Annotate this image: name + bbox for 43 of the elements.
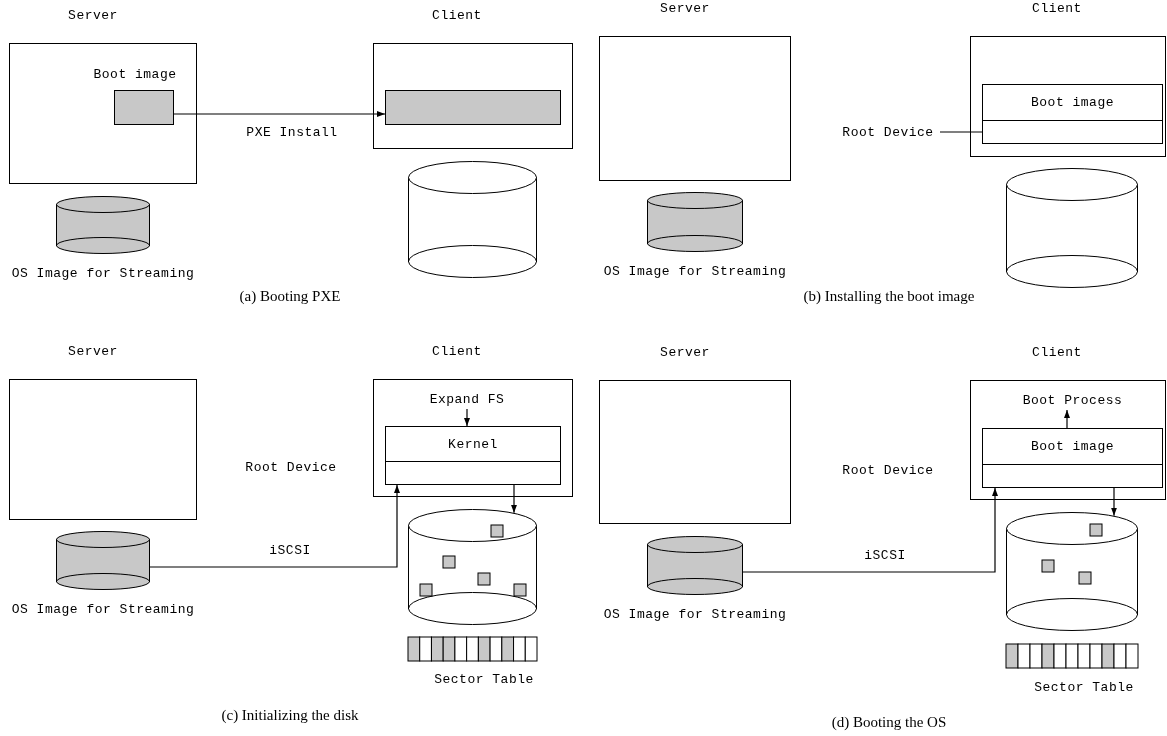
disk-cylinder (1006, 168, 1138, 288)
box-heading: Client (1032, 345, 1082, 361)
root-device-box (385, 426, 561, 485)
figure-caption: (d) Booting the OS (831, 713, 947, 731)
disk-caption: OS Image for Streaming (11, 602, 195, 618)
box-heading: Server (68, 8, 118, 24)
block-label: Boot image (93, 67, 177, 83)
disk-cylinder (408, 509, 537, 625)
arrow (742, 487, 998, 573)
box-heading: Client (432, 8, 482, 24)
figure-caption: (c) Initializing the disk (221, 706, 359, 724)
box-label: Boot image (1031, 95, 1114, 111)
arrow (1111, 487, 1117, 517)
disk-caption: OS Image for Streaming (11, 266, 195, 282)
text-label: Root Device (842, 462, 934, 480)
root-device-box (982, 84, 1163, 144)
arrow (511, 484, 517, 514)
device-label: Expand FS (412, 390, 522, 409)
device-label: Boot Process (1010, 391, 1135, 410)
arrow (173, 111, 386, 117)
arrow (1064, 409, 1070, 429)
device-label: Root Device (836, 123, 940, 142)
box-heading: Server (660, 1, 710, 17)
box-heading: Server (660, 345, 710, 361)
disk-caption: OS Image for Streaming (603, 264, 787, 280)
arrow (464, 408, 470, 427)
disk-caption: OS Image for Streaming (603, 607, 787, 623)
box-heading: Client (1032, 1, 1082, 17)
leader-line (939, 131, 983, 133)
arrow (149, 484, 400, 568)
disk-cylinder (408, 161, 537, 278)
box-label: Boot image (1031, 439, 1114, 455)
box-label: Kernel (448, 437, 498, 453)
text-label: Root Device (245, 459, 337, 477)
disk-cylinder (1006, 512, 1138, 631)
figure-caption: (b) Installing the boot image (803, 287, 975, 305)
text-label: Sector Table (1034, 679, 1134, 697)
boot-image-block (385, 90, 561, 125)
text-label: Sector Table (434, 671, 534, 689)
box-heading: Server (68, 344, 118, 360)
box-heading: Client (432, 344, 482, 360)
root-device-box (982, 428, 1163, 488)
figure-caption: (a) Booting PXE (239, 287, 341, 305)
